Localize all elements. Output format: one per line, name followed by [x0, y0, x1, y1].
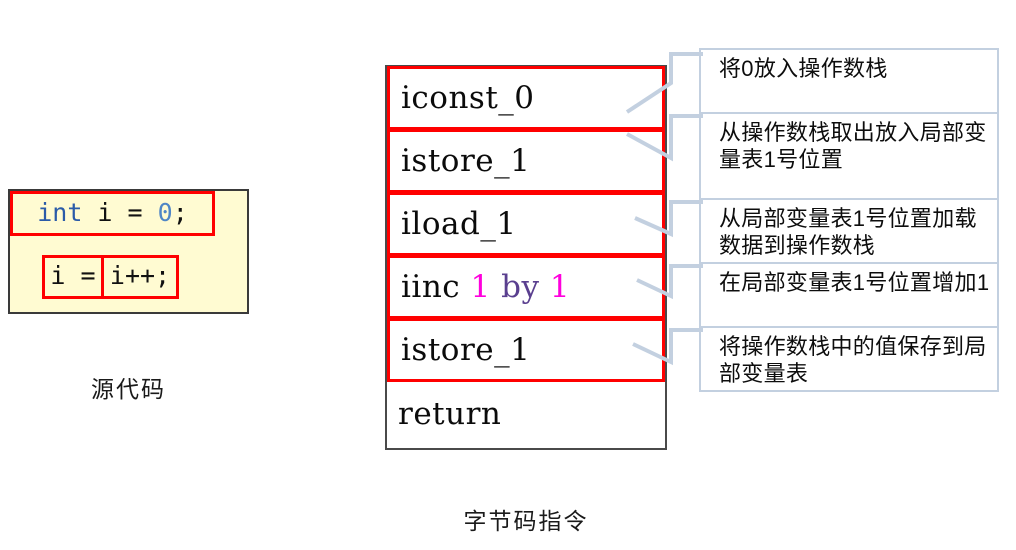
bytecode-text-iinc-op: iinc — [401, 268, 471, 305]
annotation-istore-1-second: 将操作数栈中的值保存到局部变量表 — [632, 326, 999, 392]
bytecode-row-istore-1: istore_1 — [387, 129, 665, 193]
bytecode-row-iinc: iinc 1 by 1 — [387, 255, 665, 319]
bytecode-row-return: return — [387, 382, 665, 446]
bytecode-text: iload_1 — [401, 205, 517, 242]
bytecode-text-iinc-space2 — [539, 272, 549, 303]
bytecode-row-iload-1: iload_1 — [387, 192, 665, 256]
source-code-caption: 源代码 — [91, 376, 166, 402]
bytecode-row-istore-1-second: istore_1 — [387, 318, 665, 382]
annotation-text: 从操作数栈取出放入局部变量表1号位置 — [719, 120, 987, 172]
bytecode-row-iconst-0: iconst_0 — [387, 66, 665, 130]
token-number-zero: 0 — [157, 197, 173, 227]
annotation-iinc: 在局部变量表1号位置增加1 — [636, 262, 999, 328]
bytecode-text: istore_1 — [401, 142, 531, 179]
source-box-rhs: i++; — [101, 255, 179, 299]
token-identifier-assign: i = — [82, 197, 158, 227]
bytecode-panel: iconst_0 istore_1 iload_1 iinc 1 by 1 is… — [385, 65, 667, 450]
source-line-assignment: i = i++; — [42, 255, 179, 299]
bytecode-text-iinc-const: 1 — [549, 268, 571, 305]
annotation-iload-1: 从局部变量表1号位置加载数据到操作数栈 — [634, 198, 999, 264]
annotation-iconst-0: 将0放入操作数栈 — [625, 48, 999, 114]
token-semicolon: ; — [172, 197, 188, 227]
bytecode-text: return — [398, 395, 502, 432]
bytecode-caption: 字节码指令 — [463, 508, 589, 534]
token-keyword-int: int — [37, 197, 83, 227]
bytecode-text: iconst_0 — [401, 79, 535, 116]
source-box-lhs: i = — [42, 255, 104, 299]
bytecode-text-iinc-by: by — [501, 268, 540, 305]
bytecode-text-iinc-index: 1 — [470, 268, 491, 305]
annotation-text: 将操作数栈中的值保存到局部变量表 — [719, 334, 987, 386]
annotation-text: 将0放入操作数栈 — [719, 56, 888, 81]
source-line-declaration: int i = 0; — [10, 191, 215, 236]
bytecode-text: istore_1 — [401, 331, 531, 368]
annotation-text: 在局部变量表1号位置增加1 — [719, 270, 990, 295]
bytecode-text-iinc-space1 — [491, 272, 501, 303]
annotation-istore-1: 从操作数栈取出放入局部变量表1号位置 — [626, 112, 999, 200]
annotation-column: 将0放入操作数栈 从操作数栈取出放入局部变量表1号位置 从局部变量表1号位置加载… — [625, 48, 999, 392]
annotation-text: 从局部变量表1号位置加载数据到操作数栈 — [719, 206, 977, 258]
source-code-panel: int i = 0; i = i++; — [8, 189, 249, 314]
